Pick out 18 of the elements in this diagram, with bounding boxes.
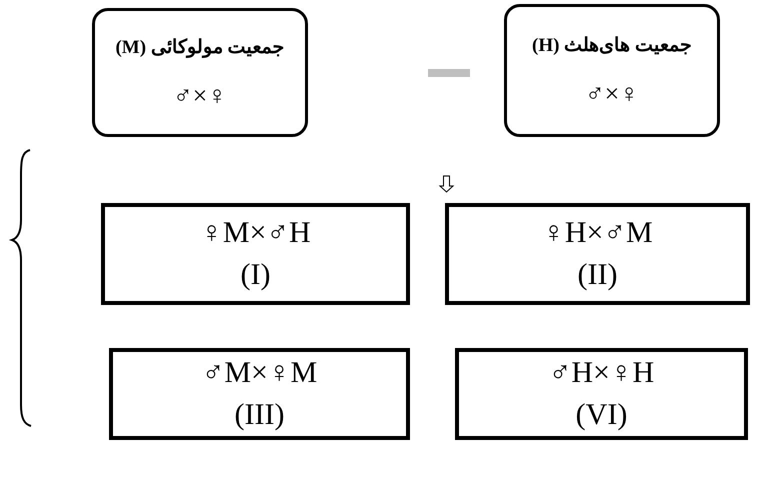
- roman-numeral: (III): [234, 397, 284, 433]
- process-box: [92, 8, 308, 137]
- cross-symbol-text: ♂×♀: [173, 80, 227, 110]
- roman-numeral: (I): [240, 257, 270, 293]
- process-box: [455, 348, 748, 440]
- roman-numeral: (II): [578, 257, 618, 293]
- process-box: [445, 203, 750, 305]
- roman-numeral: (VI): [576, 397, 628, 433]
- population-heading: جمعیت های‌هلث (H): [532, 34, 692, 56]
- cross-formula: ♀M×♂H: [200, 215, 311, 251]
- process-box: [101, 203, 410, 305]
- cross-formula: ♂H×♀H: [548, 355, 654, 391]
- process-box: [504, 4, 720, 137]
- population-heading: جمعیت مولوکائی (M): [115, 36, 285, 58]
- cross-symbol-text: ♂×♀: [585, 78, 639, 108]
- cross-formula: ♂M×♀M: [202, 355, 318, 391]
- cross-formula: ♀H×♂M: [542, 215, 653, 251]
- process-box: [109, 348, 410, 440]
